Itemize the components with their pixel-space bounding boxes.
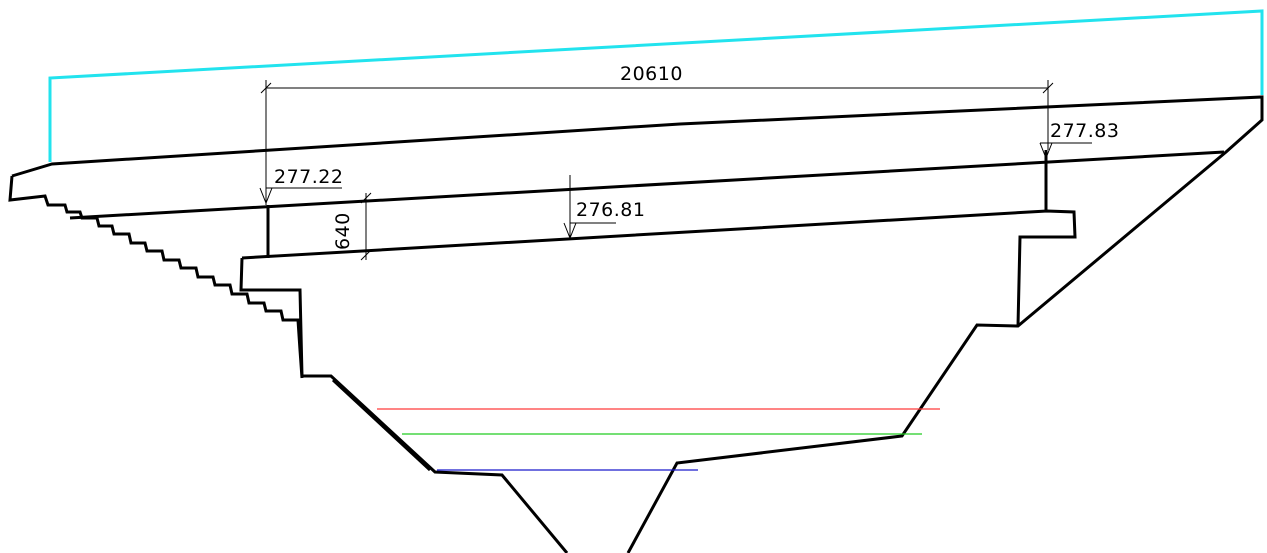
cyan-boundary-line — [48, 9, 1264, 162]
overall-dimension: 20610 — [260, 63, 1054, 205]
overall-dimension-text: 20610 — [620, 63, 683, 85]
level-marker-left: 277.22 — [259, 166, 343, 205]
inner-slope-line — [331, 378, 432, 472]
level-left-text: 277.22 — [274, 166, 343, 188]
inner-slab-outline — [241, 209, 1077, 327]
deck-top-outline — [11, 95, 1264, 553]
level-middle-text: 276.81 — [576, 199, 645, 221]
level-marker-middle: 276.81 — [563, 175, 645, 240]
depth-dimension-text: 640 — [332, 212, 354, 250]
left-stepped-edge — [8, 175, 304, 379]
left-inner-block — [239, 257, 569, 553]
slab-lower-line — [69, 150, 1225, 220]
level-right-text: 277.83 — [1050, 120, 1119, 142]
level-marker-right: 277.83 — [1039, 120, 1119, 160]
depth-dimension: 640 — [332, 192, 372, 261]
